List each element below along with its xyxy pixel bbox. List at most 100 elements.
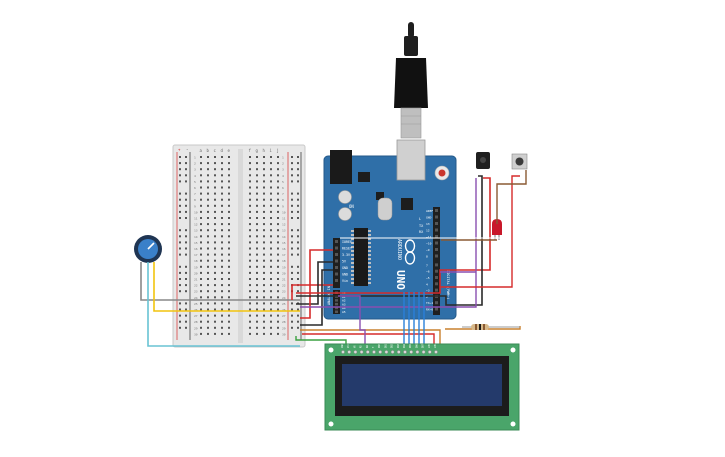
- breadboard-hole[interactable]: [256, 271, 258, 274]
- rail-hole[interactable]: [297, 290, 299, 293]
- breadboard-hole[interactable]: [221, 308, 223, 311]
- breadboard-hole[interactable]: [214, 235, 216, 238]
- breadboard-hole[interactable]: [207, 210, 209, 213]
- breadboard-hole[interactable]: [214, 308, 216, 311]
- breadboard-hole[interactable]: [263, 247, 265, 250]
- breadboard-hole[interactable]: [270, 204, 272, 207]
- lcd-pin[interactable]: [415, 350, 420, 354]
- breadboard-hole[interactable]: [200, 198, 202, 201]
- breadboard-hole[interactable]: [221, 253, 223, 256]
- breadboard-hole[interactable]: [270, 253, 272, 256]
- breadboard-hole[interactable]: [228, 302, 230, 305]
- rail-hole[interactable]: [185, 314, 187, 317]
- breadboard-hole[interactable]: [221, 180, 223, 183]
- breadboard-hole[interactable]: [228, 296, 230, 299]
- rail-hole[interactable]: [179, 198, 181, 201]
- header-pin[interactable]: [335, 306, 338, 310]
- breadboard-hole[interactable]: [221, 332, 223, 335]
- breadboard-hole[interactable]: [263, 180, 265, 183]
- breadboard-hole[interactable]: [207, 271, 209, 274]
- breadboard-hole[interactable]: [263, 192, 265, 195]
- breadboard-hole[interactable]: [221, 223, 223, 226]
- rail-hole[interactable]: [297, 180, 299, 183]
- breadboard-hole[interactable]: [277, 229, 279, 232]
- rail-hole[interactable]: [291, 241, 293, 244]
- breadboard-hole[interactable]: [221, 162, 223, 165]
- breadboard-hole[interactable]: [207, 314, 209, 317]
- breadboard-hole[interactable]: [270, 168, 272, 171]
- breadboard-hole[interactable]: [214, 217, 216, 219]
- breadboard-hole[interactable]: [256, 320, 258, 323]
- breadboard-hole[interactable]: [221, 241, 223, 244]
- rail-hole[interactable]: [179, 210, 181, 213]
- rail-hole[interactable]: [179, 265, 181, 268]
- breadboard-hole[interactable]: [228, 156, 230, 158]
- breadboard-hole[interactable]: [214, 271, 216, 274]
- breadboard-hole[interactable]: [249, 204, 251, 207]
- breadboard-hole[interactable]: [263, 223, 265, 226]
- buzzer-icon[interactable]: [476, 152, 490, 169]
- breadboard-hole[interactable]: [214, 296, 216, 299]
- rail-hole[interactable]: [291, 210, 293, 213]
- header-pin[interactable]: [335, 240, 338, 243]
- pushbutton-icon[interactable]: [511, 153, 528, 170]
- breadboard-hole[interactable]: [214, 204, 216, 207]
- wire-gnd-black[interactable]: [296, 261, 333, 305]
- rail-hole[interactable]: [179, 271, 181, 274]
- rail-hole[interactable]: [291, 198, 293, 201]
- breadboard-hole[interactable]: [200, 259, 202, 262]
- breadboard-hole[interactable]: [249, 174, 251, 177]
- lcd-pin[interactable]: [347, 350, 352, 354]
- wire-5v-red-2[interactable]: [300, 249, 333, 319]
- breadboard-hole[interactable]: [200, 180, 202, 183]
- breadboard-hole[interactable]: [249, 253, 251, 256]
- breadboard-hole[interactable]: [256, 278, 258, 280]
- breadboard-hole[interactable]: [277, 217, 279, 219]
- wire-button-red[interactable]: [440, 175, 520, 288]
- breadboard-hole[interactable]: [221, 290, 223, 293]
- rail-hole[interactable]: [185, 247, 187, 250]
- rail-hole[interactable]: [185, 217, 187, 219]
- header-pin[interactable]: [435, 209, 438, 212]
- rail-hole[interactable]: [185, 168, 187, 171]
- rail-hole[interactable]: [185, 162, 187, 165]
- breadboard-hole[interactable]: [214, 198, 216, 201]
- wire-lcd-purple[interactable]: [338, 295, 366, 344]
- wire-lcd-red[interactable]: [302, 333, 435, 344]
- breadboard-hole[interactable]: [256, 229, 258, 232]
- header-pin[interactable]: [435, 235, 438, 238]
- breadboard-hole[interactable]: [214, 284, 216, 287]
- breadboard-hole[interactable]: [256, 174, 258, 177]
- breadboard-hole[interactable]: [214, 326, 216, 329]
- breadboard-hole[interactable]: [214, 302, 216, 305]
- breadboard-hole[interactable]: [249, 290, 251, 293]
- breadboard-hole[interactable]: [207, 326, 209, 329]
- rail-hole[interactable]: [291, 278, 293, 280]
- wire-pot-cyan[interactable]: [147, 262, 300, 347]
- breadboard-hole[interactable]: [249, 162, 251, 165]
- breadboard-hole[interactable]: [270, 210, 272, 213]
- rail-hole[interactable]: [179, 284, 181, 287]
- breadboard-hole[interactable]: [228, 265, 230, 268]
- rail-hole[interactable]: [291, 174, 293, 177]
- breadboard-hole[interactable]: [221, 229, 223, 232]
- rail-hole[interactable]: [185, 174, 187, 177]
- lcd-pin[interactable]: [396, 350, 401, 354]
- breadboard-hole[interactable]: [270, 223, 272, 226]
- breadboard-hole[interactable]: [256, 302, 258, 305]
- rail-hole[interactable]: [185, 326, 187, 329]
- header-pin[interactable]: [435, 288, 438, 292]
- header-pin[interactable]: [335, 299, 338, 302]
- breadboard-hole[interactable]: [249, 156, 251, 158]
- breadboard-hole[interactable]: [263, 186, 265, 189]
- breadboard-hole[interactable]: [249, 168, 251, 171]
- rail-hole[interactable]: [291, 253, 293, 256]
- header-pin[interactable]: [435, 269, 438, 273]
- breadboard-hole[interactable]: [214, 229, 216, 232]
- breadboard-hole[interactable]: [221, 156, 223, 158]
- lcd-pin[interactable]: [403, 350, 407, 354]
- breadboard-hole[interactable]: [228, 210, 230, 213]
- rail-hole[interactable]: [291, 302, 293, 305]
- breadboard-hole[interactable]: [277, 192, 279, 195]
- rail-hole[interactable]: [185, 210, 187, 213]
